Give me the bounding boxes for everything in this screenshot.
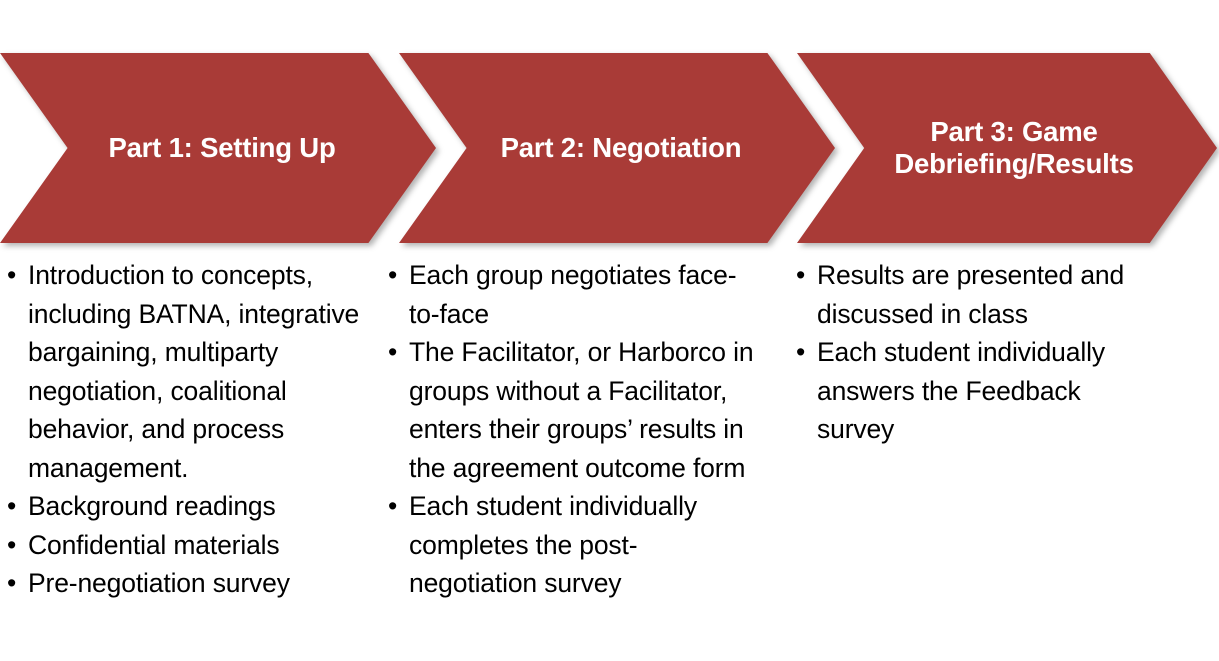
list-item-label: Each student individually answers the Fe… — [817, 337, 1105, 444]
list-item-label: Pre-negotiation survey — [28, 568, 290, 598]
list-item: • Each group negotiates face-to-face — [387, 256, 755, 333]
bullet-dot-icon: • — [796, 260, 806, 290]
list-item: • The Facilitator, or Harborco in groups … — [387, 333, 755, 487]
bullet-dot-icon: • — [388, 337, 398, 367]
bullet-dot-icon: • — [388, 491, 398, 521]
bullet-column-1: • Introduction to concepts, including BAT… — [6, 256, 374, 603]
list-item-label: Introduction to concepts, including BATN… — [28, 260, 360, 483]
list-item: • Each student individually answers the F… — [795, 333, 1163, 449]
chevron-shape-icon — [0, 53, 436, 243]
bullet-dot-icon: • — [388, 260, 398, 290]
bullet-columns: • Introduction to concepts, including BAT… — [0, 256, 1219, 661]
bullet-dot-icon: • — [7, 260, 17, 290]
chevron-step-2[interactable]: Part 2: Negotiation — [399, 53, 835, 243]
list-item: • Results are presented and discussed in … — [795, 256, 1163, 333]
chevron-step-1[interactable]: Part 1: Setting Up — [0, 53, 436, 243]
list-item: • Each student individually completes the… — [387, 487, 755, 603]
chevron-band: Part 1: Setting Up Part 2: Negotiation P… — [0, 53, 1219, 243]
chevron-title-2: Part 2: Negotiation — [500, 131, 742, 163]
bullet-dot-icon: • — [7, 529, 17, 560]
chevron-step-3[interactable]: Part 3: Game Debriefing/Results — [797, 53, 1217, 243]
list-item-label: The Facilitator, or Harborco in groups w… — [409, 337, 754, 483]
list-item-label: Results are presented and discussed in c… — [817, 260, 1125, 329]
list-item: • Pre-negotiation survey — [6, 564, 374, 603]
chevron-shape-icon — [399, 53, 835, 243]
bullet-dot-icon: • — [796, 337, 806, 367]
bullet-column-3: • Results are presented and discussed in … — [795, 256, 1163, 449]
list-item: • Introduction to concepts, including BAT… — [6, 256, 374, 487]
list-item-label: Confidential materials — [28, 529, 280, 560]
list-item-label: Background readings — [28, 491, 276, 521]
list-item-label: Each group negotiates face-to-face — [409, 260, 737, 329]
bullet-list-2: • Each group negotiates face-to-face • The … — [387, 256, 755, 603]
bullet-dot-icon: • — [7, 568, 17, 598]
bullet-dot-icon: • — [7, 491, 17, 521]
chevron-shape-icon — [797, 53, 1217, 243]
chevron-title-1: Part 1: Setting Up — [108, 131, 336, 163]
bullet-column-2: • Each group negotiates face-to-face • The … — [387, 256, 755, 603]
bullet-list-3: • Results are presented and discussed in … — [795, 256, 1163, 449]
list-item: • Background readings — [6, 487, 374, 526]
list-item-label: Each student individually completes the … — [409, 491, 697, 598]
bullet-list-1: • Introduction to concepts, including BAT… — [6, 256, 374, 603]
list-item: • Confidential materials — [6, 526, 374, 565]
chevron-title-3: Part 3: Game Debriefing/Results — [894, 116, 1134, 179]
